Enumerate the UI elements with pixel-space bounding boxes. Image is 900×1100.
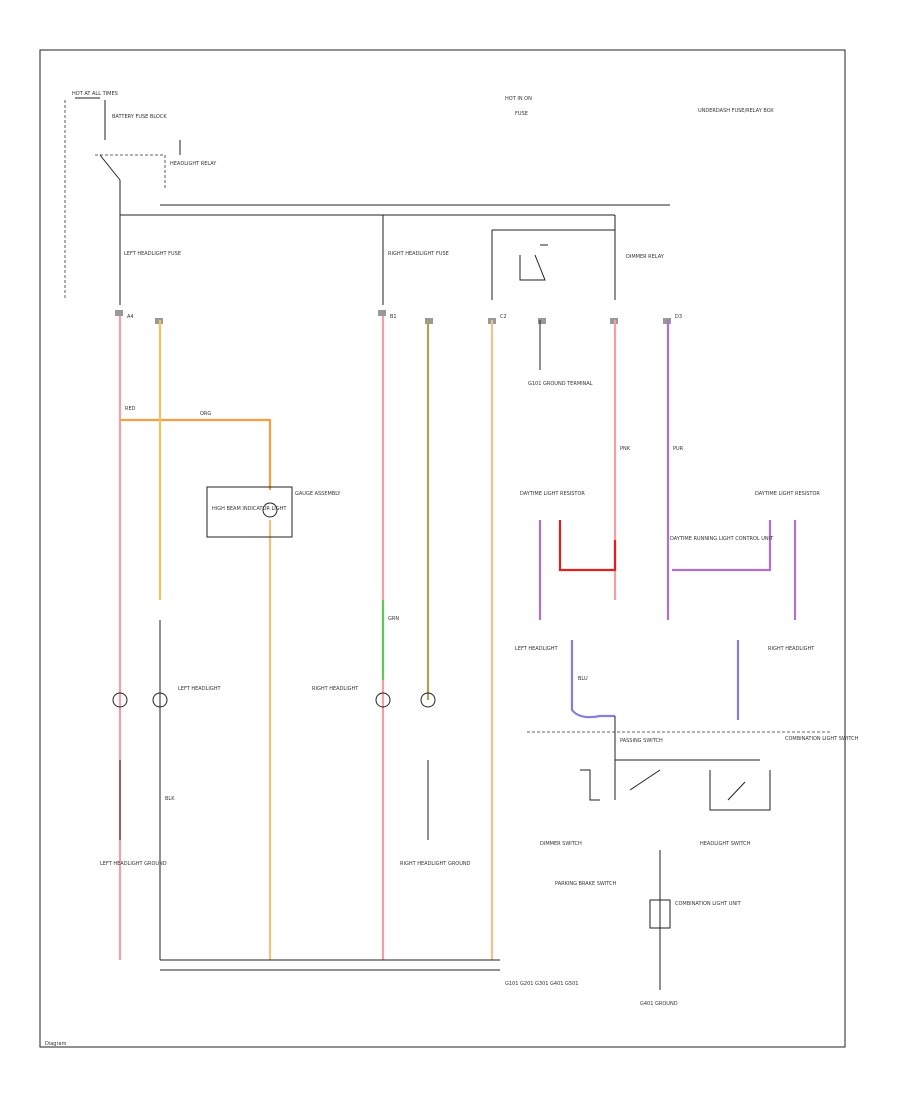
connector-c6 [538,318,546,324]
left-headlight-label: LEFT HEADLIGHT [178,686,221,692]
headlight-switch-label: HEADLIGHT SWITCH [700,841,751,847]
headlight-switch-box [709,770,771,811]
fuse-center-label: FUSE [515,111,528,117]
wire-pnk-label: PNK [620,446,631,452]
hot-in-on-label: HOT IN ON [505,96,532,102]
pin-b-label: B1 [390,314,397,320]
hot-at-all-times-label: HOT AT ALL TIMES [72,91,118,97]
footer-label: Diagram [45,1041,67,1047]
left-headlight-small-label: LEFT HEADLIGHT [515,646,558,652]
headlight-relay-label: HEADLIGHT RELAY [170,161,217,167]
gauge-assembly-label: GAUGE ASSEMBLY [295,491,341,497]
left-headlight-fuse-label: LEFT HEADLIGHT FUSE [124,251,181,257]
right-headlight-fuse-label: RIGHT HEADLIGHT FUSE [388,251,449,257]
right-ground-label: RIGHT HEADLIGHT GROUND [400,861,471,867]
daytime-resistor-left-label: DAYTIME LIGHT RESISTOR [520,491,585,497]
indicator-bulb-icon [262,502,278,518]
right-bulb-low-icon [375,692,391,708]
relay-contact [99,154,121,181]
dimmer-relay-label: DIMMER RELAY [626,254,665,260]
combo-unit-box [649,899,671,929]
dimmer-contact [580,769,600,801]
right-headlight-label: RIGHT HEADLIGHT [312,686,359,692]
ground-bottom-label: G401 GROUND [640,1001,678,1007]
battery-fuse-label: BATTERY FUSE BLOCK [112,114,167,120]
wire-red-label: RED [125,406,136,412]
wire-blu-label: BLU [578,676,588,682]
wire-org-label: ORG [200,411,211,417]
resistor-red-loop [558,520,617,572]
high-beam-indicator-box [206,486,293,538]
parking-brake-label: PARKING BRAKE SWITCH [555,881,617,887]
high-beam-indicator-label: HIGH BEAM INDICATOR LIGHT [212,506,287,512]
underdash-label: UNDERDASH FUSE/RELAY BOX [698,108,774,114]
headlight-switch-contact [727,781,746,801]
pin-a-label: A4 [127,314,134,320]
left-ground-label: LEFT HEADLIGHT GROUND [100,861,167,867]
wire-pur-label: PUR [673,446,684,452]
pin-c-label: C2 [500,314,507,320]
daytime-resistor-right-label: DAYTIME LIGHT RESISTOR [755,491,820,497]
connector-c3 [378,310,386,316]
blue-wire-left [570,640,615,719]
right-headlight-bulbs [375,692,436,708]
dimmer-relay-switch [519,254,546,281]
right-bulb-high-icon [420,692,436,708]
left-bulb-low-icon [112,692,128,708]
resistor-right-purple-loop [672,520,772,572]
dimmer-switch-label: DIMMER SWITCH [540,841,582,847]
wire-blk-label: BLK [165,796,175,802]
diagram-frame [39,49,846,1048]
passing-contact [629,769,661,791]
dimmer-relay-box [491,229,616,300]
ground-stack-label: G101 G201 G301 G401 G501 [505,981,578,987]
daytime-unit-label: DAYTIME RUNNING LIGHT CONTROL UNIT [670,536,774,542]
left-headlight-bulbs [112,692,168,708]
right-headlight-small-label: RIGHT HEADLIGHT [768,646,815,652]
combo-unit-label: COMBINATION LIGHT UNIT [675,901,742,907]
passing-switch-label: PASSING SWITCH [620,738,663,744]
connector-c1 [115,310,123,316]
wire-grn-label: GRN [388,616,399,622]
combo-switch-label: COMBINATION LIGHT SWITCH [785,736,859,742]
top-bus [120,214,616,300]
relay-dash-box [95,154,166,190]
pin-d-label: D3 [675,314,682,320]
left-orange-cross-wire [120,418,272,490]
left-bulb-high-icon [152,692,168,708]
ground-g1-label: G101 GROUND TERMINAL [528,381,593,387]
